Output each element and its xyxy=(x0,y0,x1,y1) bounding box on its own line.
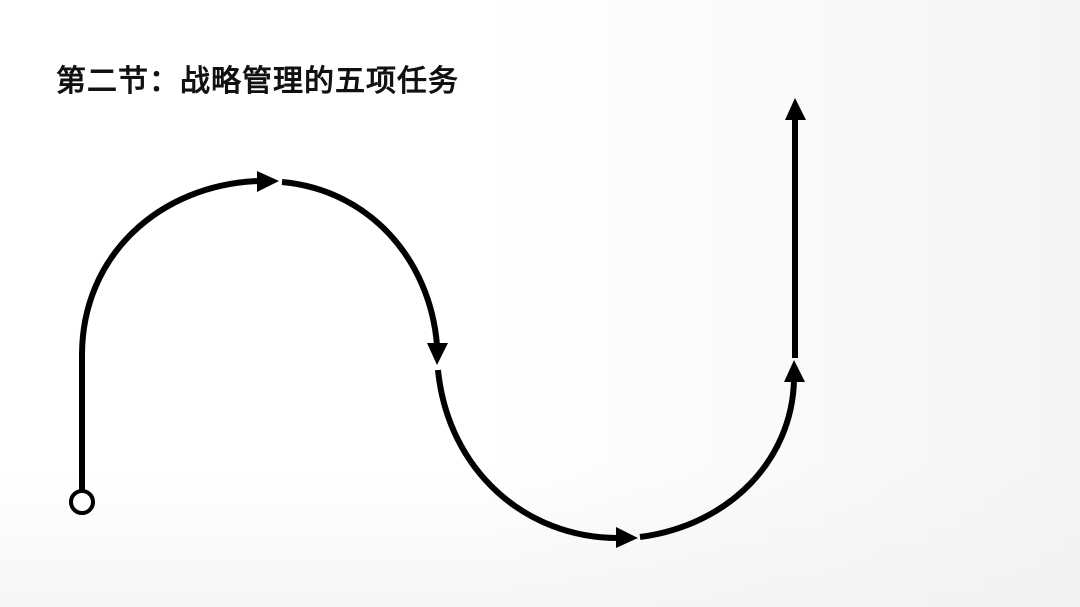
segment-arc-down xyxy=(281,179,440,346)
page-title: 第二节：战略管理的五项任务 xyxy=(56,64,459,99)
arrowhead-up-top xyxy=(785,98,806,120)
segment-arc-up-right xyxy=(79,178,259,356)
arrowhead-right-bottom xyxy=(616,527,638,548)
arrowhead-down xyxy=(427,343,448,365)
arrowhead-up-lower xyxy=(784,360,805,382)
arrowhead-right-top xyxy=(257,171,279,192)
segment-arc-up xyxy=(639,379,797,540)
start-circle-icon xyxy=(69,489,95,515)
segment-arc-bottom xyxy=(435,369,619,541)
background-floor xyxy=(0,470,1080,607)
